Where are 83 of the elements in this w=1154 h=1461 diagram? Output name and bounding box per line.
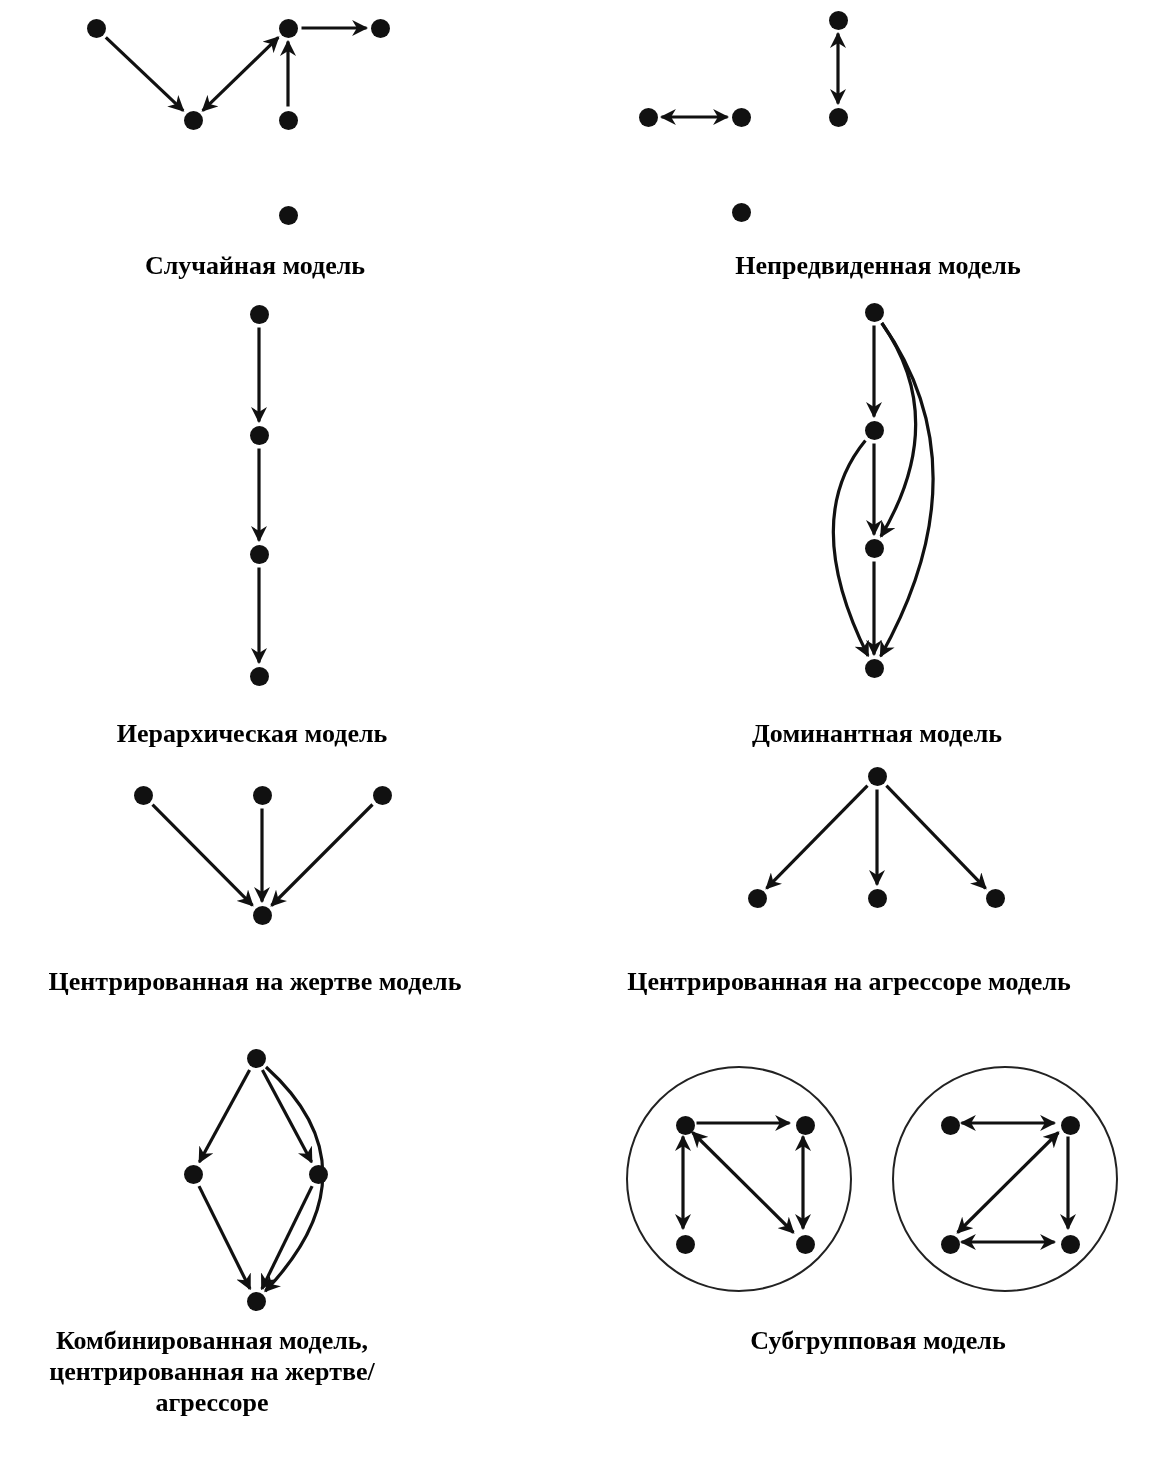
node-dot: [864, 538, 884, 558]
node-dot: [864, 302, 884, 322]
node-dot: [747, 888, 767, 908]
node-dot: [731, 202, 751, 222]
arrow: [885, 784, 987, 890]
arrow: [254, 808, 270, 904]
node-dot: [249, 425, 269, 445]
caption: Комбинированная модель, центрированная на жертве/агрессоре: [48, 1325, 376, 1418]
arrow: [1060, 1136, 1076, 1231]
caption: Субгрупповая модель: [749, 1325, 1007, 1356]
arrow: [264, 1065, 325, 1293]
arrow: [201, 36, 280, 112]
node-dot: [675, 1115, 695, 1135]
node-dot: [86, 18, 106, 38]
arrow: [197, 1185, 252, 1291]
arrow: [675, 1134, 691, 1231]
arrow: [869, 789, 885, 887]
arrow: [879, 322, 918, 538]
arrow: [959, 1234, 1057, 1250]
arrow: [691, 1131, 795, 1234]
caption: Иерархическая модель: [115, 718, 389, 749]
arrow: [198, 1069, 251, 1164]
caption: Центрированная на жертве модель: [47, 966, 463, 997]
arrow: [270, 803, 374, 907]
arrow: [261, 1069, 313, 1164]
node-dot: [249, 544, 269, 564]
caption: Непредвиденная модель: [734, 250, 1022, 281]
node-dot: [246, 1048, 266, 1068]
arrow: [795, 1134, 811, 1231]
arrow: [301, 20, 369, 36]
node-dot: [246, 1291, 266, 1311]
arrow: [151, 803, 254, 907]
caption: Доминантная модель: [751, 718, 1003, 749]
node-dot: [795, 1115, 815, 1135]
node-dot: [370, 18, 390, 38]
arrow: [696, 1115, 792, 1131]
node-dot: [183, 1164, 203, 1184]
arrow: [251, 327, 267, 424]
node-dot: [828, 10, 848, 30]
node-dot: [372, 785, 392, 805]
caption: Центрированная на агрессоре модель: [626, 966, 1072, 997]
node-dot: [1060, 1234, 1080, 1254]
group-circle: [626, 1066, 852, 1292]
node-dot: [638, 107, 658, 127]
node-dot: [864, 658, 884, 678]
node-dot: [249, 666, 269, 686]
node-dot: [940, 1115, 960, 1135]
arrow: [879, 322, 935, 658]
node-dot: [867, 888, 887, 908]
node-dot: [278, 18, 298, 38]
node-dot: [828, 107, 848, 127]
arrow: [956, 1131, 1060, 1234]
arrow: [866, 561, 882, 657]
caption: Случайная модель: [143, 250, 367, 281]
node-dot: [985, 888, 1005, 908]
node-dot: [940, 1234, 960, 1254]
node-dot: [308, 1164, 328, 1184]
node-dot: [675, 1234, 695, 1254]
arrow: [104, 36, 185, 112]
arrow: [251, 567, 267, 665]
node-dot: [1060, 1115, 1080, 1135]
arrow: [959, 1115, 1057, 1131]
node-dot: [278, 110, 298, 130]
node-dot: [867, 766, 887, 786]
node-dot: [183, 110, 203, 130]
arrow: [659, 109, 730, 125]
node-dot: [731, 107, 751, 127]
node-dot: [252, 905, 272, 925]
node-dot: [795, 1234, 815, 1254]
node-dot: [252, 785, 272, 805]
arrow: [280, 39, 296, 107]
node-dot: [249, 304, 269, 324]
arrow: [765, 784, 869, 890]
arrow: [866, 325, 882, 419]
arrow: [251, 448, 267, 543]
group-circle: [892, 1066, 1118, 1292]
node-dot: [133, 785, 153, 805]
arrow: [866, 443, 882, 537]
arrow: [831, 439, 870, 658]
arrow: [260, 1185, 314, 1291]
node-dot: [864, 420, 884, 440]
node-dot: [278, 205, 298, 225]
arrow: [830, 31, 846, 106]
